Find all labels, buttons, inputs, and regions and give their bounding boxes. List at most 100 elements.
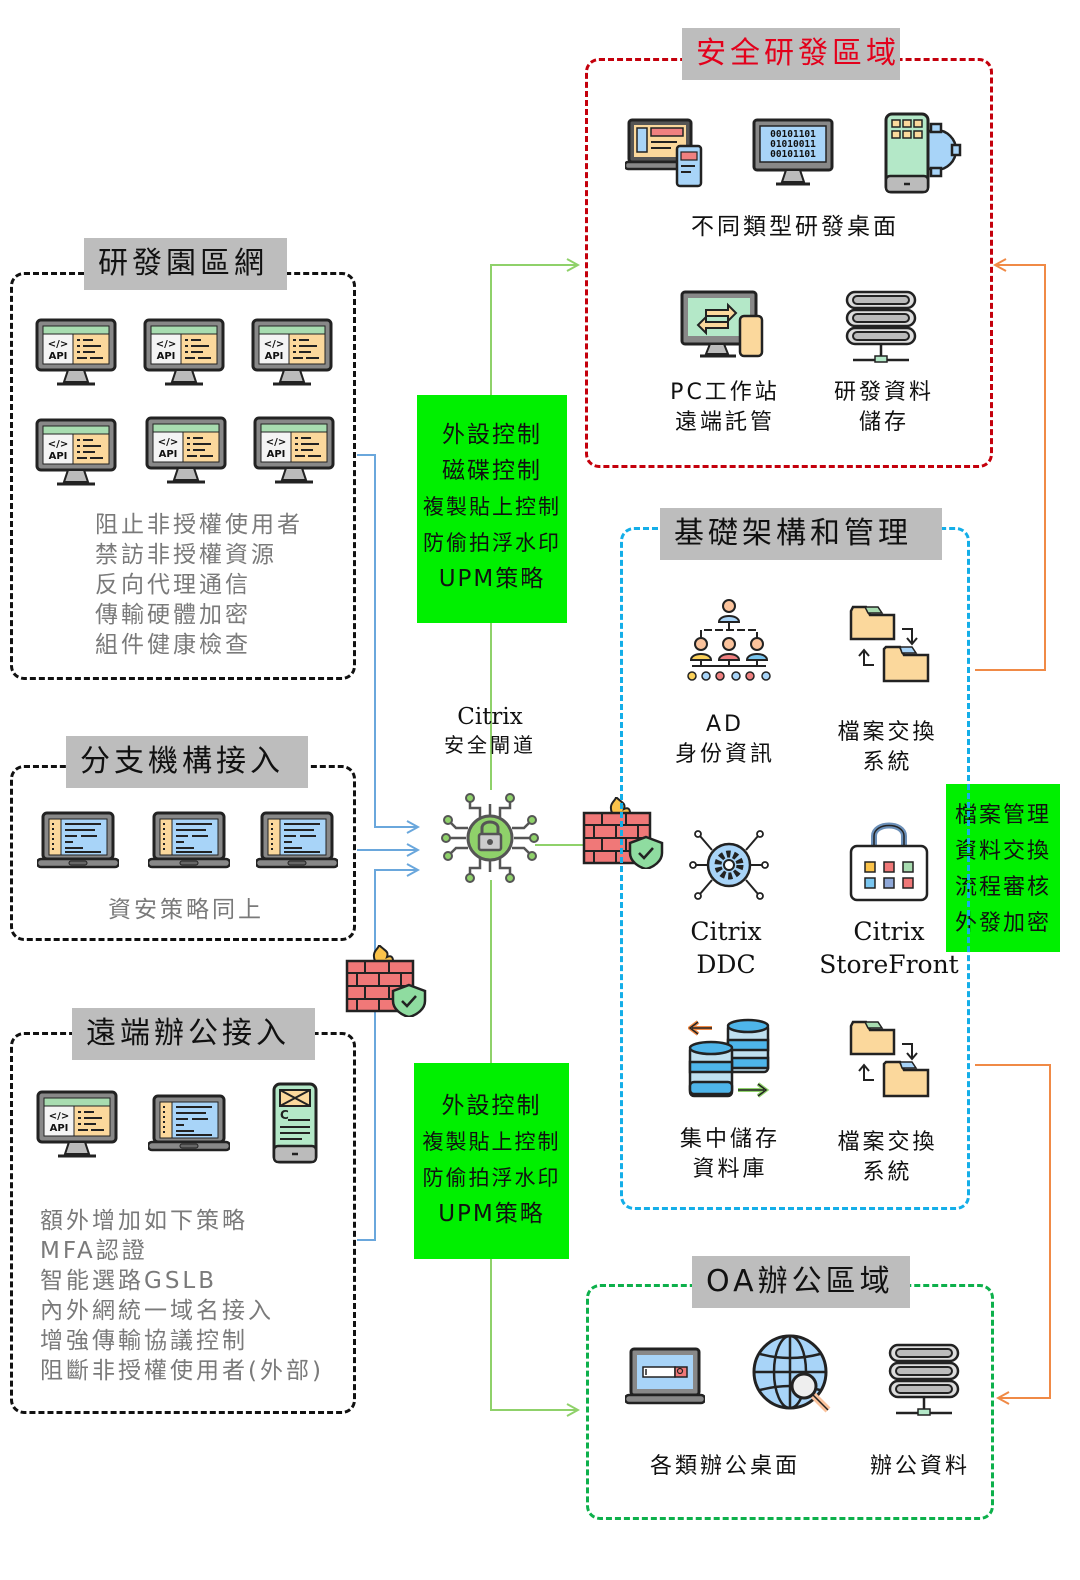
connector-infra-to-secure <box>975 265 1046 671</box>
svg-text:</>: </> <box>266 437 286 448</box>
note-line: MFA認證 <box>40 1238 148 1264</box>
rd-storage-line2: 儲存 <box>858 410 909 435</box>
oa-desktops-label: 各類辦公桌面 <box>649 1454 800 1479</box>
file-exchange2-line2: 系統 <box>862 1160 913 1185</box>
pc-workstation-label: PC工作站 遠端託管 <box>650 378 800 438</box>
note-line: 反向代理通信 <box>95 572 251 598</box>
gateway-label-line1: Citrix <box>457 704 523 730</box>
database-sync-icon <box>688 1018 770 1098</box>
api-monitor-icon: </> API <box>35 418 117 486</box>
mobile-mail-icon: C <box>272 1082 318 1164</box>
storefront-label-line1: Citrix <box>853 917 925 946</box>
svg-text:API: API <box>157 351 176 362</box>
firewall-icon <box>345 945 427 1017</box>
policy-item: 外設控制 <box>442 422 542 448</box>
connector-remote-to-gateway <box>357 870 418 1241</box>
file-exchange2-line1: 檔案交換 <box>837 1130 938 1155</box>
server-storage-icon <box>888 1343 960 1416</box>
ddc-label-line2: DDC <box>696 950 756 979</box>
note-line: 阻止非授權使用者 <box>95 512 303 538</box>
svg-text:</>: </> <box>264 339 284 350</box>
api-monitor-icon: </> API <box>143 318 225 386</box>
policy-box-lower: 外設控制 複製貼上控制 防偷拍浮水印 UPM策略 <box>414 1063 569 1259</box>
rd-park-notes: 阻止非授權使用者 禁訪非授權資源 反向代理通信 傳輸硬體加密 組件健康檢查 <box>95 510 303 660</box>
ddc-label-line1: Citrix <box>690 917 762 946</box>
secure-gateway-lock-icon <box>441 793 539 883</box>
connector-rdpark-to-gateway <box>357 454 418 827</box>
code-laptop-icon <box>148 1094 230 1152</box>
policy-item: 流程審核 <box>954 875 1051 900</box>
file-exchange-line1: 檔案交換 <box>837 720 938 745</box>
ad-label-line2: 身份資訊 <box>674 742 775 767</box>
ddc-gear-icon <box>689 830 769 900</box>
mobile-gear-icon <box>884 112 962 194</box>
api-monitor-icon: </> API <box>145 416 227 484</box>
oa-data-label: 辦公資料 <box>869 1454 970 1479</box>
policy-item: 外設控制 <box>441 1093 542 1119</box>
svg-text:</>: </> <box>48 439 68 450</box>
svg-text:</>: </> <box>49 1111 69 1122</box>
svg-text:00101101: 00101101 <box>770 129 816 140</box>
org-chart-icon <box>687 599 771 681</box>
svg-text:</>: </> <box>48 339 68 350</box>
rd-storage-line1: 研發資料 <box>833 380 934 405</box>
policy-item: 防偷拍浮水印 <box>422 1166 561 1190</box>
note-line: 增強傳輸協議控制 <box>40 1328 248 1354</box>
storefront-bag-icon <box>849 822 929 902</box>
policy-item: UPM策略 <box>438 1201 545 1227</box>
pc-remote-icon <box>680 290 764 358</box>
svg-text:00101101: 00101101 <box>770 149 816 160</box>
gateway-label: Citrix 安全閘道 <box>420 703 560 759</box>
api-monitor-icon: </> API <box>36 1090 118 1158</box>
pc-workstation-line1: PC工作站 <box>670 380 780 405</box>
note-line: 阻斷非授權使用者(外部) <box>40 1358 324 1384</box>
svg-text:API: API <box>265 351 284 362</box>
file-exchange2-label: 檔案交換 系統 <box>820 1128 955 1188</box>
file-exchange-icon <box>849 605 930 683</box>
svg-text:API: API <box>50 1123 69 1134</box>
oa-zone-title: OA辦公區域 <box>692 1256 910 1308</box>
ad-label-line1: AD <box>706 712 744 737</box>
branch-notes: 資安策略同上 <box>108 895 264 925</box>
infra-zone-title: 基礎架構和管理 <box>660 508 942 560</box>
svg-text:C: C <box>280 1108 289 1122</box>
policy-item: UPM策略 <box>438 566 546 592</box>
connector-infra-to-oa <box>975 1064 1051 1398</box>
note-line: 禁訪非授權資源 <box>95 542 277 568</box>
policy-box-right: 檔案管理 資料交換 流程審核 外發加密 <box>946 784 1060 952</box>
policy-item: 外發加密 <box>954 911 1051 936</box>
svg-text:API: API <box>267 449 286 460</box>
policy-box-upper: 外設控制 磁碟控制 複製貼上控制 防偷拍浮水印 UPM策略 <box>417 395 567 623</box>
branch-zone-title: 分支機構接入 <box>66 736 308 788</box>
connector-gateway-to-oa <box>490 880 578 1410</box>
remote-zone-title: 遠端辦公接入 <box>72 1008 315 1060</box>
svg-text:API: API <box>49 451 68 462</box>
storefront-label-line2: StoreFront <box>819 950 959 979</box>
svg-text:API: API <box>159 449 178 460</box>
db-label-line1: 集中儲存 <box>679 1127 780 1152</box>
code-laptop-icon <box>256 811 338 869</box>
policy-item: 防偷拍浮水印 <box>423 531 561 555</box>
file-exchange-line2: 系統 <box>862 750 913 775</box>
db-label: 集中儲存 資料庫 <box>660 1125 800 1185</box>
ddc-label: Citrix DDC <box>662 915 790 981</box>
svg-text:</>: </> <box>156 339 176 350</box>
secure-rd-zone-title: 安全研發區域 <box>682 28 900 80</box>
pc-workstation-line2: 遠端託管 <box>674 410 775 435</box>
policy-item: 資料交換 <box>954 839 1051 864</box>
storefront-label: Citrix StoreFront <box>818 915 960 981</box>
rd-park-zone-title: 研發園區網 <box>84 238 287 290</box>
note-line: 資安策略同上 <box>108 897 264 923</box>
rd-desktops-label: 不同類型研發桌面 <box>691 214 899 240</box>
note-line: 組件健康檢查 <box>95 632 251 658</box>
globe-search-icon <box>752 1334 831 1413</box>
svg-text:01010011: 01010011 <box>770 139 816 150</box>
svg-text:</>: </> <box>158 437 178 448</box>
file-exchange-label: 檔案交換 系統 <box>820 718 955 778</box>
binary-monitor-icon: 00101101 01010011 00101101 <box>752 118 834 186</box>
policy-item: 複製貼上控制 <box>422 1130 561 1154</box>
svg-text:API: API <box>49 351 68 362</box>
code-laptop-icon <box>37 811 119 869</box>
policy-item: 磁碟控制 <box>442 458 542 484</box>
